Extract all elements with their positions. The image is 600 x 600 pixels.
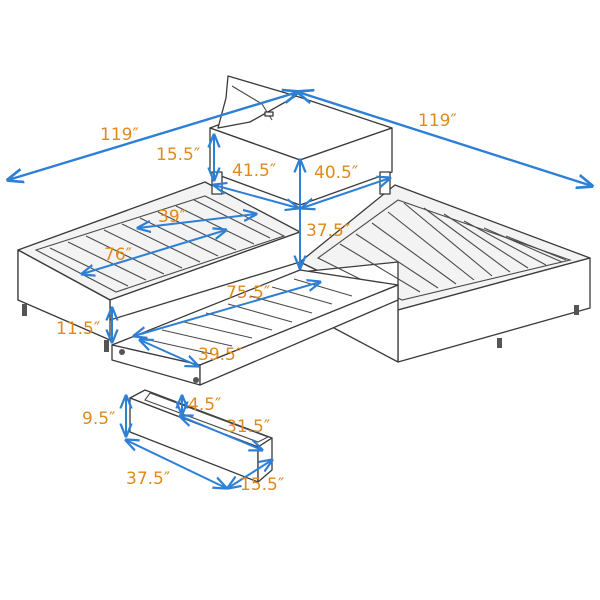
dimension-labels: 119″ 119″ 15.5″ 41.5″ 40.5″ 37.5″ 39″ 76… <box>56 111 457 495</box>
right-bed <box>299 184 591 363</box>
label-drawer-depth: 15.5″ <box>240 475 284 495</box>
label-storage-box-width: 41.5″ <box>232 161 276 181</box>
label-total-length-right: 119″ <box>418 111 457 131</box>
bed-foot <box>104 340 109 352</box>
bed-foot <box>22 304 27 316</box>
label-trundle-height: 11.5″ <box>56 319 100 339</box>
bed-foot <box>574 305 579 315</box>
label-left-bed-width: 39″ <box>158 207 186 227</box>
label-trundle-width: 39.5″ <box>198 345 242 365</box>
label-drawer-width: 31.5″ <box>226 417 270 437</box>
label-left-bed-length: 76″ <box>104 245 132 265</box>
caster-wheel <box>193 377 199 383</box>
right-bed-slats <box>339 202 567 293</box>
label-bed-height-to-box: 37.5″ <box>306 221 350 241</box>
label-drawer-length: 37.5″ <box>126 469 170 489</box>
lock-icon <box>264 111 274 117</box>
label-total-length-left: 119″ <box>100 125 139 145</box>
label-storage-box-height: 15.5″ <box>156 145 200 165</box>
bed-foot <box>497 338 502 348</box>
label-drawer-inner-height: 4.5″ <box>188 395 221 415</box>
label-trundle-length: 75.5″ <box>226 283 270 303</box>
dimension-lines <box>8 92 592 488</box>
label-storage-box-depth: 40.5″ <box>314 163 358 183</box>
caster-wheel <box>119 349 125 355</box>
label-drawer-height: 9.5″ <box>82 409 115 429</box>
